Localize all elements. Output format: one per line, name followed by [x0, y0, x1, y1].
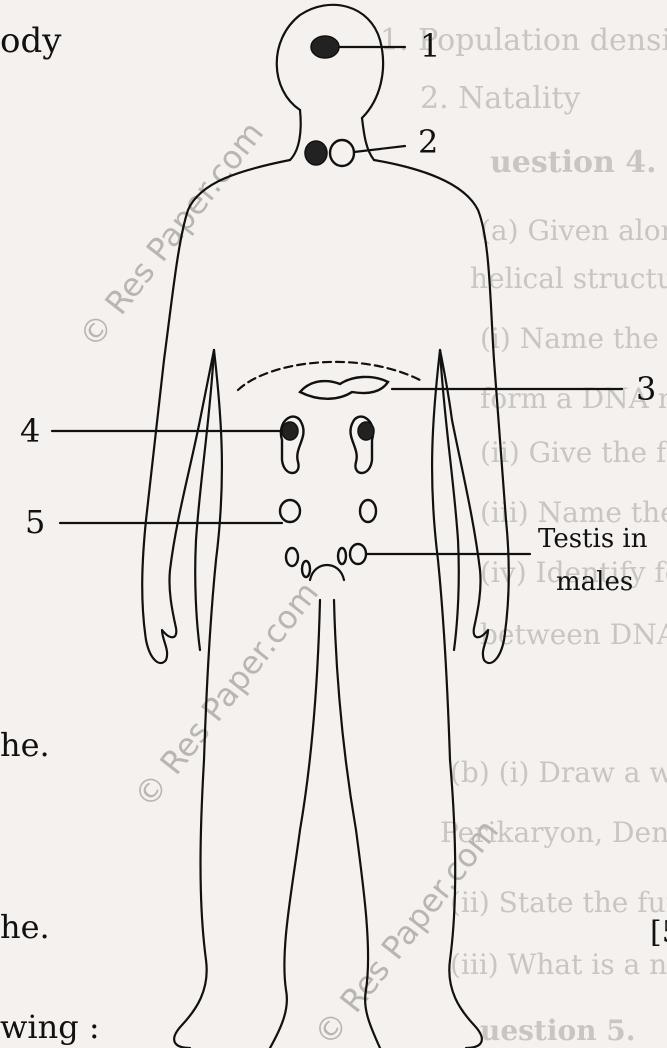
label-5: 5: [25, 503, 45, 541]
crotch-outline: [310, 565, 344, 580]
bleed-line: uestion 4.: [490, 145, 657, 180]
left-margin-text: ody he. he. wing :: [0, 21, 100, 1046]
label-testis-line1: Testis in: [538, 524, 648, 554]
organ-ovaries: [280, 500, 376, 522]
marks-bracket: [5: [650, 915, 667, 950]
leader-line-2: [354, 146, 405, 152]
organ-adrenal-kidneys: [281, 417, 374, 473]
right-testis: [350, 544, 366, 564]
left-text: he.: [0, 726, 50, 764]
label-testis-line2: males: [556, 567, 633, 597]
neck-right: [362, 118, 374, 160]
left-testis-lower: [302, 561, 310, 577]
left-testis: [286, 548, 298, 566]
bleed-line: helical structure of DNA mol: [470, 262, 667, 295]
bleed-line: (iii) What is a nerve made u: [450, 948, 667, 981]
right-adrenal: [358, 422, 374, 440]
thyroid-lobe-left: [305, 141, 327, 165]
watermark-text: © Res Paper.com: [71, 114, 271, 355]
right-testis-inner: [338, 548, 346, 564]
left-ovary: [280, 500, 300, 522]
bleed-line: (ii) State the function of sens: [450, 886, 667, 919]
organ-pituitary: [311, 36, 339, 58]
bleed-line: 2. Natality: [420, 81, 580, 116]
bleed-line: (b) (i) Draw a well labelled d: [450, 756, 667, 789]
organ-pancreas: [238, 362, 420, 399]
bleed-line: (ii) Give the full form of DNA: [480, 436, 667, 469]
bleed-line: uestion 5.: [480, 1014, 636, 1047]
bleed-line: between DNA and Mo: [480, 618, 667, 651]
organ-testes: [286, 544, 366, 577]
watermark-text: © Res Paper.com: [306, 812, 506, 1048]
head-outline: [277, 5, 383, 118]
watermark-text: © Res Paper.com: [126, 574, 326, 815]
thyroid-lobe-right: [330, 140, 354, 166]
label-1: 1: [420, 27, 440, 65]
organ-thyroid: [305, 140, 354, 166]
left-leg-inner: [270, 600, 320, 1048]
bleed-line: (a) Given alongside is a diagram: [480, 214, 667, 247]
label-4: 4: [20, 412, 40, 450]
neck-left: [290, 110, 301, 160]
pancreas: [300, 377, 388, 399]
right-ovary: [360, 500, 376, 522]
left-text: wing :: [0, 1008, 100, 1046]
left-leg-outer: [174, 760, 207, 1048]
left-adrenal: [282, 422, 298, 440]
pituitary-gland: [311, 36, 339, 58]
label-3: 3: [636, 370, 656, 408]
left-text: ody: [0, 21, 62, 61]
label-2: 2: [418, 123, 438, 161]
left-text: he.: [0, 908, 50, 946]
bleed-line: (i) Name the four nitrogen: [480, 322, 667, 355]
